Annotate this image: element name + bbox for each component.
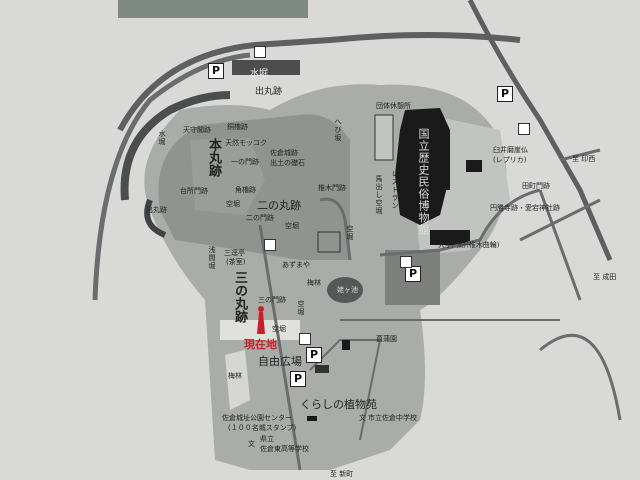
label-dantai: 団体休憩所	[376, 102, 411, 110]
label-daidokoro: 台所門跡	[180, 187, 208, 195]
label-jiyuhiroba: 自由広場	[258, 355, 302, 368]
label-museum: 国立歴史民俗博物館	[417, 128, 430, 236]
road-north	[117, 32, 521, 132]
building	[315, 365, 329, 373]
label-karabori: 空堀	[297, 300, 305, 316]
path	[379, 188, 541, 257]
label-koko: 県立	[260, 435, 274, 443]
label-azumaya: あずまや	[282, 261, 310, 269]
road	[519, 198, 601, 242]
label-to-narita: 至 成田	[593, 273, 617, 281]
parking-icon: P	[290, 371, 306, 387]
label-enshoji: 円勝寺跡・愛宕神社跡	[490, 204, 560, 212]
label-karabori: 空堀	[285, 222, 299, 230]
label-tenshu: 天守閣跡	[183, 126, 211, 134]
school-icon: 文	[248, 440, 255, 448]
label-ninomaru: 二の丸跡	[257, 199, 301, 212]
label-honmaru: 本丸跡	[206, 138, 221, 177]
label-demaru: 出丸跡	[255, 87, 283, 97]
moat-north	[232, 60, 300, 75]
label-ninomon: 二の門跡	[246, 214, 274, 222]
plum-grove	[225, 350, 250, 410]
label-stamp: (１００名城スタンプ)	[228, 424, 297, 432]
label-mizubori: 水堀	[250, 69, 269, 79]
label-bairin: 梅林	[307, 279, 321, 287]
building	[307, 416, 317, 421]
restroom-icon	[254, 46, 266, 58]
parking-icon: P	[208, 63, 224, 79]
path	[319, 197, 352, 261]
label-kurashi: くらしの植物苑	[300, 398, 377, 411]
label-sumiyagura: 角櫓跡	[235, 186, 256, 194]
label-ichinomon: 一の門跡	[231, 158, 259, 166]
building	[342, 340, 350, 350]
building	[466, 160, 482, 172]
label-soseki: 佐倉城跡	[270, 149, 298, 157]
label-center: 佐倉城址公園センター	[222, 414, 292, 422]
label-shobuen: 菖蒲園	[376, 335, 397, 343]
label-sengen: 浅間堀	[208, 246, 216, 270]
label-mizubori-left: 水堀	[158, 130, 166, 146]
current-location-pin	[257, 312, 265, 334]
moat-west	[120, 91, 231, 201]
label-sannomaru: 三の丸跡	[232, 271, 247, 323]
label-usui-2: (レプリカ)	[493, 156, 527, 164]
court	[317, 231, 341, 253]
road	[538, 189, 582, 301]
ubagaike-pond	[327, 277, 363, 303]
parking-icon: P	[405, 266, 421, 282]
school-icon: 文	[359, 414, 366, 422]
label-to-shinmachi: 至 新町	[330, 470, 354, 478]
label-douyagura: 銅櫓跡	[227, 123, 248, 131]
label-chugakko: 市立佐倉中学校	[368, 414, 417, 422]
building	[430, 160, 450, 190]
path	[309, 339, 382, 441]
label-mokkoku: 天然モッコク	[225, 139, 267, 147]
label-restaurant: レストラン	[391, 170, 399, 210]
current-location-label: 現在地	[244, 338, 277, 351]
parking-icon: P	[497, 86, 513, 102]
road-east	[467, 0, 613, 261]
label-sankeitei: 三逕亭	[224, 249, 245, 257]
honmaru-area	[190, 138, 265, 215]
path	[258, 224, 302, 471]
label-tamachi: 田町門跡	[522, 182, 550, 190]
restroom-icon	[400, 256, 412, 268]
label-ote: 大手門跡(椎木曲輪)	[438, 241, 500, 249]
label-soseki-2: 出土の礎石	[270, 159, 305, 167]
label-demaru-left: 出丸跡	[146, 206, 167, 214]
label-karabori: 空堀	[272, 325, 286, 333]
label-karabori: 空堀	[346, 225, 354, 241]
label-ubagaike: 姥ヶ池	[337, 286, 358, 294]
label-umadashi: 馬出し空堀	[375, 175, 383, 215]
current-location-dot	[258, 306, 264, 312]
moat	[144, 198, 167, 238]
restroom-icon	[264, 239, 276, 251]
label-shiinokimon: 椎木門跡	[318, 184, 346, 192]
museum-building	[395, 108, 450, 225]
building	[430, 230, 470, 245]
label-sannomon: 三の門跡	[258, 296, 286, 304]
parking-icon: P	[306, 347, 322, 363]
road	[559, 148, 601, 162]
restroom-icon	[518, 123, 530, 135]
label-karabori: 空堀	[226, 200, 240, 208]
top-band	[118, 0, 308, 18]
label-hebizaka: へび坂	[334, 118, 342, 142]
label-bairin-2: 梅林	[228, 372, 242, 380]
restroom-icon	[299, 333, 311, 345]
label-usui: 臼井磨崖仏	[493, 146, 528, 154]
group-rest-house	[374, 114, 394, 161]
label-koko-2: 佐倉東高等学校	[260, 445, 309, 453]
label-to-inzai: 至 印西	[572, 155, 596, 163]
road	[539, 333, 622, 421]
label-sankeitei-2: (茶室)	[226, 258, 246, 266]
